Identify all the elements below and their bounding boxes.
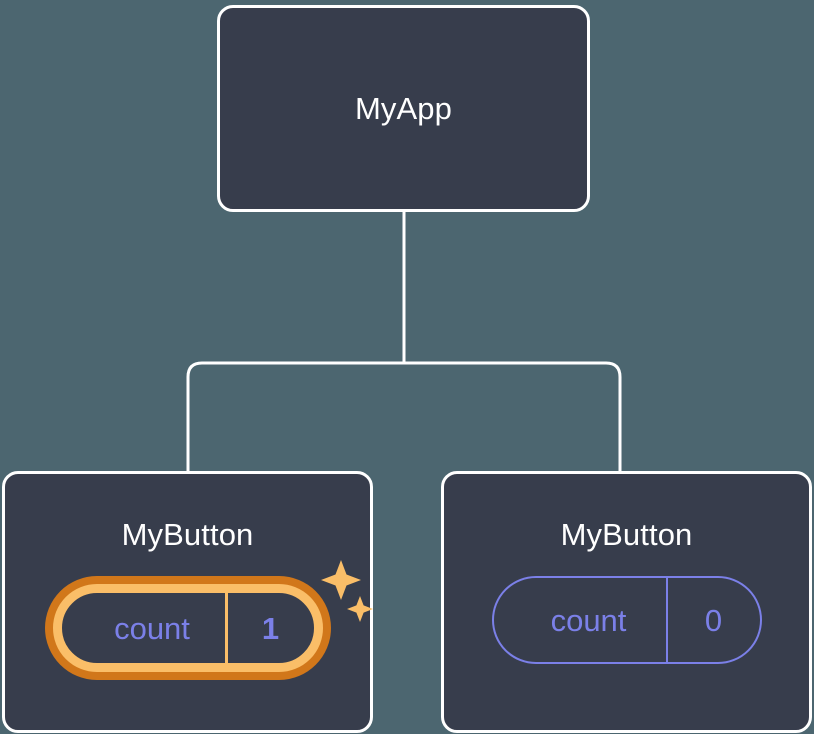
node-card-child-1[interactable]: MyButton count 0 (441, 471, 812, 733)
state-pill-wrapper-child-1: count 0 (491, 576, 762, 664)
node-card-child-0[interactable]: MyButton count 1 (2, 471, 373, 733)
state-key-child-0: count (114, 610, 190, 646)
state-value-child-1: 0 (665, 578, 760, 662)
node-card-root[interactable]: MyApp (217, 5, 590, 212)
node-title-child-0: MyButton (121, 517, 254, 552)
state-key-child-1: count (550, 602, 627, 638)
node-title-root: MyApp (355, 91, 452, 126)
state-value-child-0: 1 (224, 593, 314, 663)
state-pill-wrapper-child-0: count 1 (44, 560, 373, 680)
state-pill-inner-child-0: count 1 (52, 584, 323, 672)
state-pill-child-0[interactable]: count 1 (44, 576, 331, 680)
connector-children-bus (186, 361, 622, 471)
state-pill-child-1[interactable]: count 0 (491, 576, 762, 664)
node-title-child-1: MyButton (560, 517, 693, 552)
